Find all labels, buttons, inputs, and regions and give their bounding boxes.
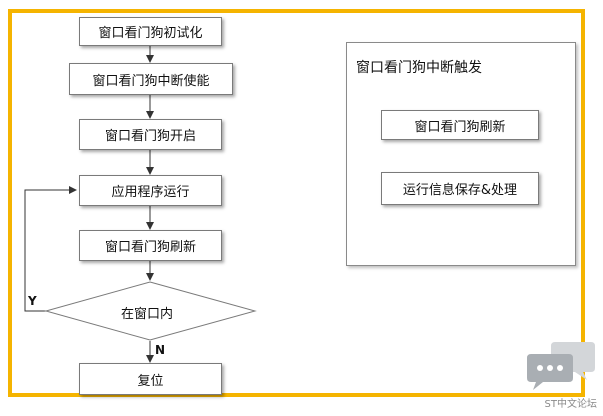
node-int-refresh: 窗口看门狗刷新 (381, 110, 539, 140)
decision-diamond (44, 281, 257, 341)
interrupt-panel (346, 42, 576, 266)
node-wwdg-init: 窗口看门狗初试化 (79, 17, 222, 46)
decision-label: 在窗口内 (121, 307, 174, 322)
watermark-text: ST中文论坛 (544, 399, 597, 410)
node-wwdg-start: 窗口看门狗开启 (79, 119, 222, 150)
no-label: N (155, 343, 166, 357)
node-app-run: 应用程序运行 (79, 175, 222, 206)
interrupt-panel-title: 窗口看门狗中断触发 (356, 60, 482, 76)
arrow-yes-loop (24, 186, 77, 312)
node-wwdg-irq-enable: 窗口看门狗中断使能 (69, 63, 233, 95)
node-wwdg-refresh: 窗口看门狗刷新 (79, 230, 222, 261)
yes-label: Y (28, 294, 37, 308)
node-reset: 复位 (79, 363, 222, 395)
chat-bubble-logo-icon (527, 342, 595, 390)
node-int-save: 运行信息保存&处理 (381, 172, 539, 205)
outer-frame (8, 9, 585, 397)
